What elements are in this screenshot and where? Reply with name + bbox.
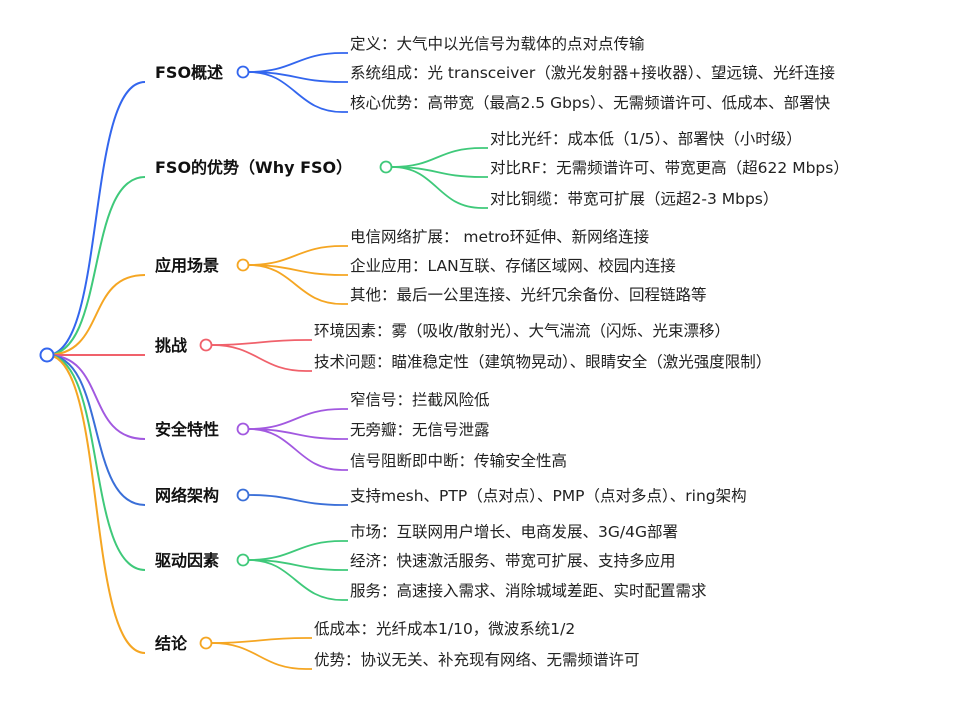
branch-node[interactable]	[236, 258, 250, 272]
leaf-connector	[248, 71, 348, 83]
leaf-connector	[391, 147, 488, 168]
branch-label: FSO概述	[155, 63, 223, 82]
branch-label: 网络架构	[155, 486, 219, 505]
leaf-label: 优势：协议无关、补充现有网络、无需频谱许可	[314, 651, 640, 669]
leaf-connector	[248, 428, 348, 440]
leaf-label: 支持mesh、PTP（点对点）、PMP（点对多点）、ring架构	[350, 487, 747, 505]
leaf-connector	[248, 408, 348, 430]
leaf-connector	[248, 245, 348, 266]
branch-node[interactable]	[379, 160, 393, 174]
branch-label: 驱动因素	[155, 551, 219, 570]
leaf-label: 信号阻断即中断：传输安全性高	[350, 452, 567, 470]
root-node[interactable]	[39, 347, 55, 363]
leaf-connector	[211, 339, 312, 346]
leaf-label: 企业应用：LAN互联、存储区域网、校园内连接	[350, 256, 676, 275]
leaf-label: 窄信号：拦截风险低	[350, 391, 490, 409]
branch-label: 应用场景	[155, 256, 219, 275]
leaf-label: 市场：互联网用户增长、电商发展、3G/4G部署	[350, 523, 678, 541]
leaf-connector	[211, 344, 312, 372]
leaf-label: 低成本：光纤成本1/10，微波系统1/2	[314, 620, 575, 638]
branch-node[interactable]	[236, 488, 250, 502]
leaf-connector	[248, 559, 348, 571]
leaf-connector	[248, 52, 348, 73]
leaf-connector	[248, 264, 348, 305]
branch-node[interactable]	[236, 422, 250, 436]
branch-connector	[46, 354, 146, 440]
leaf-label: 对比铜缆：带宽可扩展（远超2-3 Mbps）	[490, 190, 778, 208]
branch-connector	[46, 81, 146, 356]
leaf-label: 无旁瓣：无信号泄露	[350, 421, 490, 439]
connector-layer	[46, 52, 488, 670]
leaf-connector	[248, 428, 348, 471]
leaf-label: 系统组成：光 transceiver（激光发射器+接收器）、望远镜、光纤连接	[350, 63, 835, 82]
branch-label: 结论	[154, 634, 188, 653]
branch-node[interactable]	[199, 338, 213, 352]
leaf-label: 技术问题：瞄准稳定性（建筑物晃动）、眼睛安全（激光强度限制）	[314, 353, 771, 371]
branch-label: FSO的优势（Why FSO）	[155, 158, 352, 177]
node-layer	[39, 65, 393, 650]
leaf-label: 定义：大气中以光信号为载体的点对点传输	[350, 35, 645, 53]
leaf-label: 电信网络扩展： metro环延伸、新网络连接	[350, 228, 649, 246]
branch-connector	[46, 176, 146, 356]
leaf-connector	[391, 166, 488, 209]
leaf-connector	[248, 559, 348, 601]
leaf-label: 环境因素：雾（吸收/散射光）、大气湍流（闪烁、光束漂移）	[314, 321, 730, 340]
branch-connector	[46, 354, 146, 571]
branch-node[interactable]	[236, 65, 250, 79]
branch-connector	[46, 274, 146, 356]
branch-node[interactable]	[236, 553, 250, 567]
branch-label: 安全特性	[155, 420, 219, 439]
branch-node[interactable]	[199, 636, 213, 650]
leaf-label: 对比光纤：成本低（1/5）、部署快（小时级）	[490, 130, 802, 148]
leaf-connector	[248, 540, 348, 561]
branch-label: 挑战	[155, 336, 187, 355]
leaf-connector	[248, 264, 348, 276]
leaf-connector	[248, 494, 348, 506]
leaf-connector	[211, 637, 312, 644]
leaf-connector	[211, 642, 312, 670]
leaf-label: 服务：高速接入需求、消除城域差距、实时配置需求	[350, 582, 707, 600]
leaf-label: 其他：最后一公里连接、光纤冗余备份、回程链路等	[350, 285, 707, 304]
leaf-label: 经济：快速激活服务、带宽可扩展、支持多应用	[350, 551, 676, 570]
leaf-connector	[248, 71, 348, 113]
branch-connector	[46, 354, 146, 506]
leaf-connector	[391, 166, 488, 178]
leaf-label: 对比RF：无需频谱许可、带宽更高（超622 Mbps）	[490, 159, 849, 177]
branch-connector	[46, 354, 146, 654]
leaf-label: 核心优势：高带宽（最高2.5 Gbps）、无需频谱许可、低成本、部署快	[350, 94, 831, 112]
